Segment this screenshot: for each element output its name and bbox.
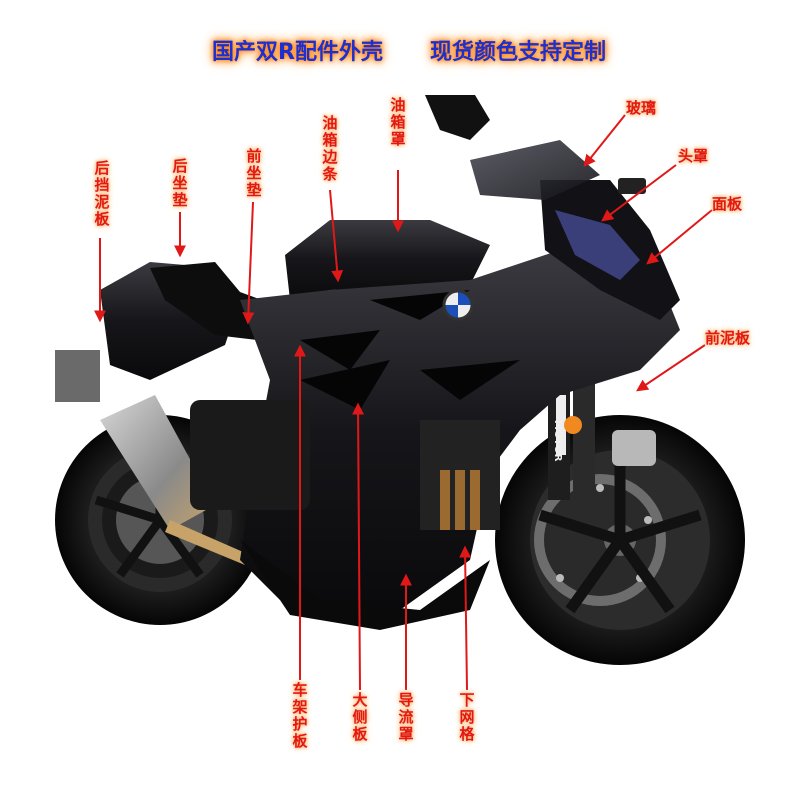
exhaust-muffler: [100, 395, 250, 565]
label-frame-guard: 车架护板: [292, 681, 308, 750]
label-rear-fender: 后挡泥板: [94, 159, 110, 228]
belly-pan: [240, 540, 490, 630]
label-front-panel: 面板: [712, 195, 743, 213]
engine: [190, 400, 500, 530]
label-lower-grille: 下网格: [459, 691, 475, 743]
label-tank-cover: 油箱罩: [390, 96, 406, 148]
brand-emblem: [442, 289, 474, 321]
mirror: [425, 95, 490, 140]
windshield-glass: [470, 140, 600, 200]
banner-left-text: 国产双R配件外壳: [212, 40, 383, 65]
label-headlight-cover: 头罩: [678, 147, 709, 165]
right-mirror: [618, 178, 646, 194]
label-front-fender: 前泥板: [705, 329, 751, 347]
license-plate: [55, 350, 100, 402]
headlight: [555, 210, 640, 280]
banner-right-text: 现货颜色支持定制: [430, 40, 607, 65]
label-tank-trim: 油箱边条: [322, 114, 338, 183]
label-windshield: 玻璃: [626, 99, 657, 117]
label-front-seat: 前坐垫: [246, 147, 262, 199]
front-wheel: [495, 415, 745, 665]
fork-decal: MOTOR: [552, 420, 563, 462]
label-air-duct: 导流罩: [398, 691, 414, 743]
label-rear-seat: 后坐垫: [172, 157, 188, 209]
label-side-panel: 大侧板: [352, 691, 368, 743]
